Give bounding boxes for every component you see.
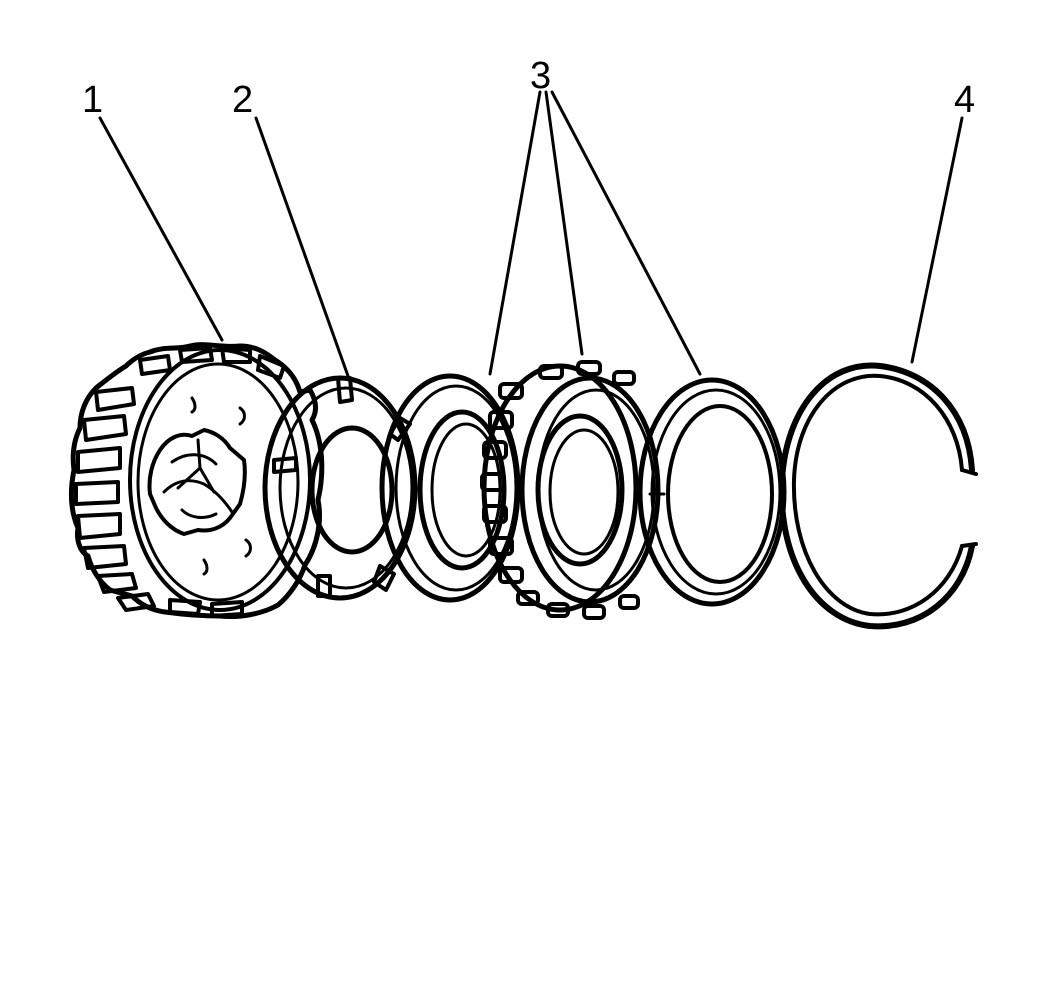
leader-line-3b <box>544 90 584 356</box>
leader-line-1 <box>98 116 224 342</box>
callout-2: 2 <box>232 79 253 121</box>
leader-line-4 <box>910 116 964 364</box>
callout-4: 4 <box>954 79 975 121</box>
leader-line-3c <box>550 90 702 376</box>
callout-1: 1 <box>82 79 103 121</box>
tabbed-washer-icon <box>262 375 418 601</box>
leader-lines <box>98 90 964 378</box>
splined-hub-icon <box>68 342 325 619</box>
leader-line-2 <box>254 116 350 378</box>
tapered-roller-bearing-icon <box>480 360 661 620</box>
snap-ring-icon <box>778 362 978 630</box>
callout-labels: 1 2 3 4 <box>82 55 975 121</box>
leader-line-3a <box>488 90 542 376</box>
callout-3: 3 <box>530 55 551 97</box>
bearing-race-icon <box>637 377 787 607</box>
